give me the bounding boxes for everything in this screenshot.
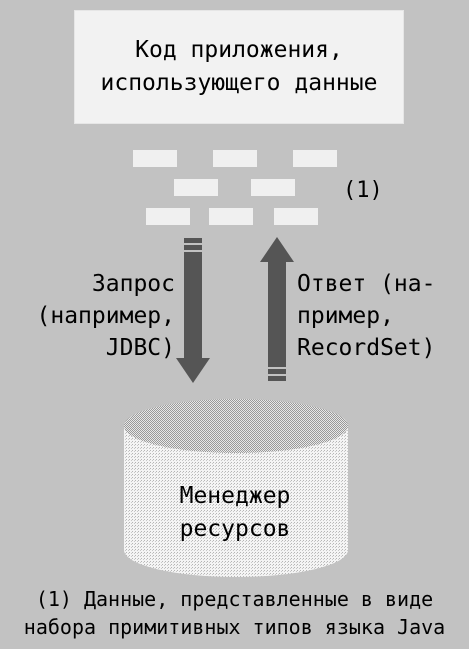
- footnote-line-1: (1) Данные, представленные в виде: [35, 587, 434, 611]
- request-arrow: [176, 238, 210, 383]
- response-arrow: [260, 237, 294, 381]
- resource-manager-label: Менеджер ресурсов: [130, 480, 340, 546]
- application-code-box: Код приложения, использующего данные: [74, 10, 404, 124]
- app-box-line-2: использующего данные: [100, 70, 378, 96]
- app-box-line-1: Код приложения,: [135, 37, 343, 63]
- footnote-line-2: набора примитивных типов языка Java: [23, 615, 446, 639]
- database-line-2: ресурсов: [179, 516, 291, 542]
- response-label: Ответ (на-пример, RecordSet): [297, 268, 435, 364]
- request-label-line-2: (например,: [36, 303, 175, 329]
- request-label: Запрос (например, JDBC): [30, 268, 175, 364]
- database-cylinder: [124, 399, 348, 577]
- request-label-line-3: JDBC): [105, 335, 175, 361]
- response-label-line-1: Ответ (на-: [297, 271, 436, 297]
- note-marker: (1): [343, 178, 383, 203]
- response-label-line-3: RecordSet): [297, 335, 436, 361]
- response-label-line-2: пример,: [297, 303, 394, 329]
- database-line-1: Менеджер: [179, 483, 291, 509]
- footnote: (1) Данные, представленные в виде набора…: [0, 585, 469, 641]
- request-label-line-1: Запрос: [91, 271, 175, 297]
